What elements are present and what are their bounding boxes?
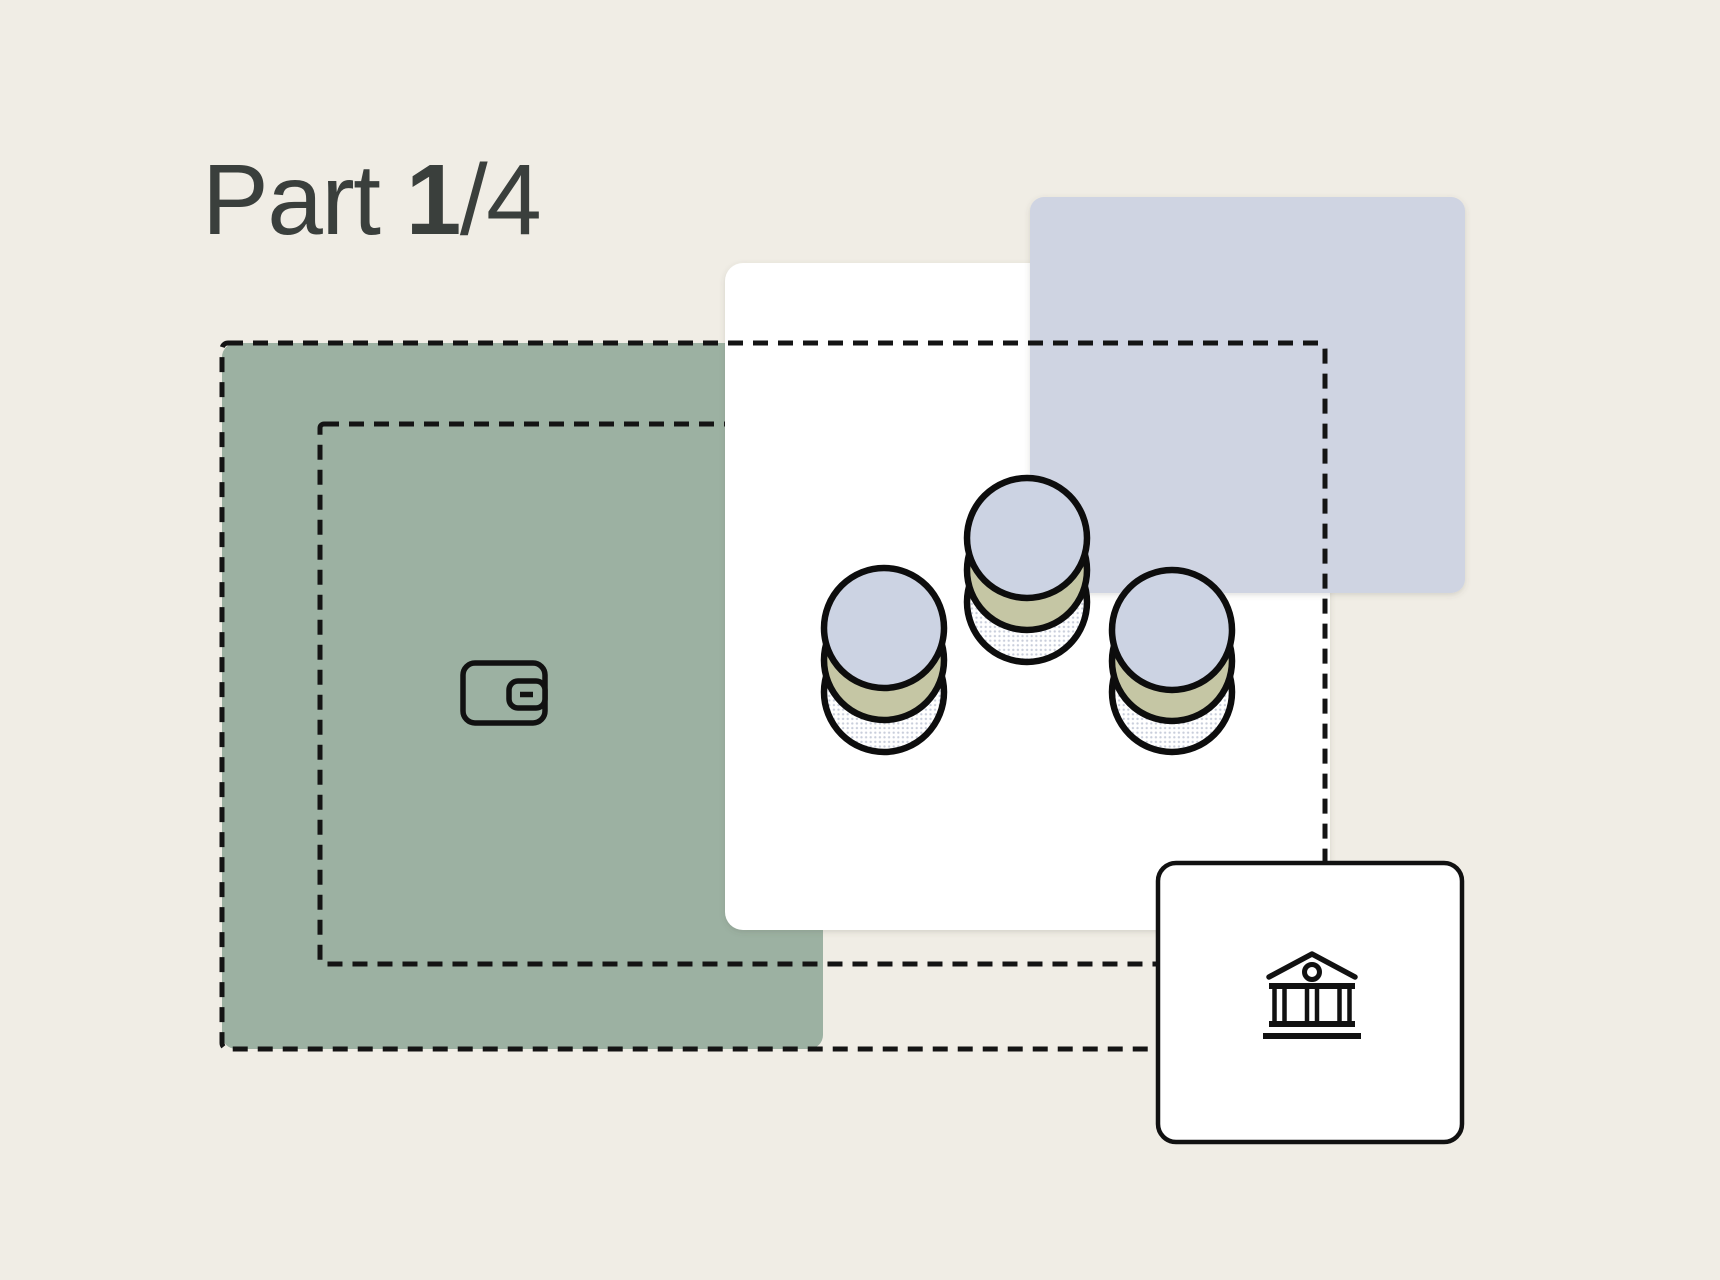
page-title: Part 1/4 [202, 150, 542, 250]
coin-stack-middle [963, 474, 1091, 666]
coin-top [1108, 566, 1236, 694]
wallet-icon [460, 660, 548, 726]
bank-columns [1272, 989, 1352, 1021]
coin-stacks-icon [820, 474, 1236, 756]
step-total-suffix: /4 [459, 144, 542, 256]
bank-card [1155, 860, 1465, 1145]
bank-pediment-circle [1302, 962, 1322, 982]
title-prefix: Part [202, 144, 406, 256]
coin-stack-right [1108, 566, 1236, 756]
coin-top [820, 564, 948, 692]
outer-dashed-border [219, 340, 1328, 1052]
coin-top [963, 474, 1091, 602]
blue-panel [1030, 197, 1465, 593]
coin-stack-left [820, 564, 948, 756]
bank-roof [1266, 951, 1358, 980]
bank-icon [1263, 951, 1361, 1039]
step-current-number: 1 [405, 144, 462, 256]
